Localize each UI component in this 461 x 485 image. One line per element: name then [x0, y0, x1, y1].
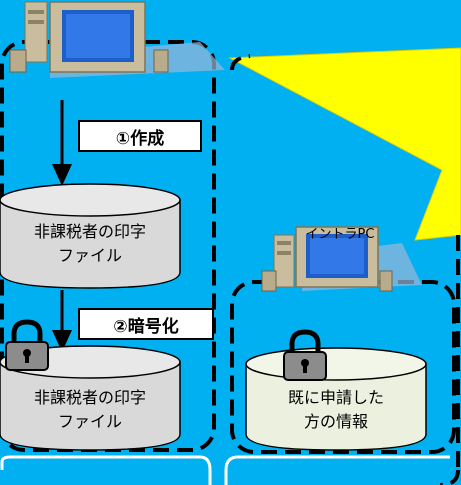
computer-icon	[9, 1, 225, 78]
file-label-top-line2: ファイル	[57, 246, 122, 265]
right-dashed-region	[230, 280, 456, 454]
down-arrow-icon	[52, 290, 72, 352]
yellow-callout	[228, 47, 461, 241]
file-label-bottom-line1: 非課税者の印字	[33, 388, 146, 407]
info-label: 既に申請した 方の情報	[246, 386, 426, 434]
file-label-top-line1: 非課税者の印字	[33, 222, 146, 241]
step1-label: ①作成	[78, 120, 202, 152]
file-label-top: 非課税者の印字 ファイル	[0, 220, 180, 268]
file-cylinder-top	[0, 183, 181, 289]
lock-icon	[5, 319, 49, 371]
down-arrow-icon	[52, 100, 72, 186]
info-label-line2: 方の情報	[303, 412, 368, 431]
intra-pc-label: イントラPC	[305, 227, 375, 242]
lock-icon	[283, 329, 327, 381]
bottom-bracket-left	[0, 455, 212, 485]
file-label-bottom-line2: ファイル	[57, 412, 122, 431]
bottom-bracket-right	[224, 455, 450, 485]
info-label-line1: 既に申請した	[287, 388, 384, 407]
file-label-bottom: 非課税者の印字 ファイル	[0, 386, 180, 434]
step2-label: ②暗号化	[78, 308, 214, 340]
computer-icon	[261, 226, 422, 292]
